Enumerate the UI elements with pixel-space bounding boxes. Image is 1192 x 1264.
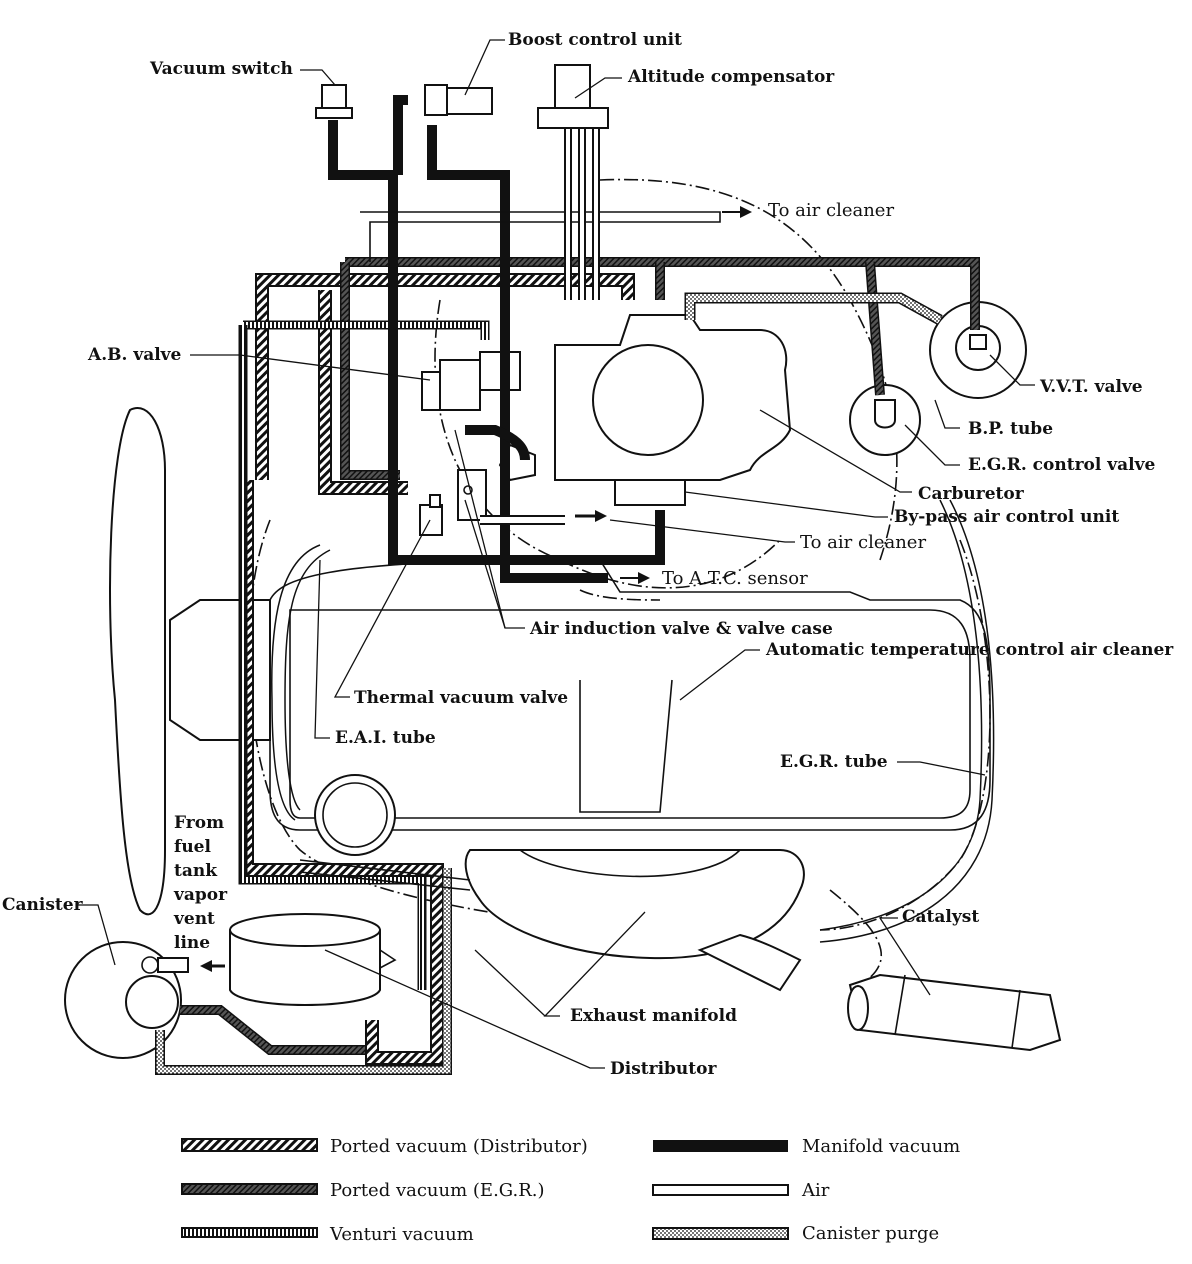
- canister: [64, 941, 189, 1059]
- hose-venturi: [238, 320, 490, 990]
- legend-swatch-ported-egr: [181, 1183, 318, 1195]
- air-duct-round: [314, 774, 396, 856]
- thermal-vacuum-valve: [419, 494, 443, 536]
- label-catalyst: Catalyst: [902, 907, 979, 927]
- distributor: [229, 913, 397, 1006]
- label-canister: Canister: [2, 895, 84, 915]
- label-to-air-cleaner-mid: To air cleaner: [800, 532, 926, 553]
- altitude-compensator: [537, 64, 609, 129]
- legend-label-ported-distributor: Ported vacuum (Distributor): [330, 1136, 588, 1157]
- label-to-atc-sensor: To A.T.C. sensor: [662, 568, 808, 589]
- label-fuel-line-3: tank: [174, 861, 218, 881]
- label-thermal-vacuum-valve: Thermal vacuum valve: [354, 688, 568, 708]
- flow-arrows: [200, 206, 752, 972]
- exhaust-manifold: [464, 849, 805, 992]
- label-exhaust-manifold: Exhaust manifold: [570, 1006, 737, 1026]
- legend-swatch-venturi: [181, 1227, 318, 1238]
- diagram-labels: Vacuum switch Boost control unit Altitud…: [2, 30, 1174, 1079]
- legend-label-canister-purge: Canister purge: [802, 1223, 939, 1244]
- label-bp-tube: B.P. tube: [968, 419, 1053, 439]
- label-atc-air-cleaner: Automatic temperature control air cleane…: [765, 640, 1174, 660]
- label-fuel-line-6: line: [174, 933, 210, 953]
- hose-air: [271, 125, 995, 943]
- label-distributor: Distributor: [610, 1059, 717, 1079]
- catalyst: [847, 973, 1062, 1052]
- label-vvt-valve: V.V.T. valve: [1039, 377, 1143, 397]
- label-altitude-compensator: Altitude compensator: [627, 67, 835, 87]
- label-vacuum-switch: Vacuum switch: [149, 59, 293, 79]
- label-fuel-line-5: vent: [173, 909, 215, 929]
- carburetor: [554, 314, 792, 506]
- label-air-induction-valve: Air induction valve & valve case: [529, 619, 833, 639]
- label-egr-control-valve: E.G.R. control valve: [968, 455, 1155, 475]
- label-fuel-line-1: From: [174, 813, 224, 833]
- leader-lines: [78, 39, 1035, 1069]
- legend-label-air: Air: [801, 1180, 830, 1201]
- legend-label-manifold: Manifold vacuum: [802, 1136, 960, 1157]
- legend-swatch-ported-distributor: [181, 1138, 318, 1152]
- label-carburetor: Carburetor: [918, 484, 1025, 504]
- vvt-valve: [929, 301, 1027, 399]
- label-boost-control-unit: Boost control unit: [508, 30, 682, 50]
- legend-swatch-manifold: [653, 1140, 788, 1152]
- ab-valve: [421, 351, 536, 482]
- hose-manifold: [328, 95, 665, 583]
- label-fuel-line-4: vapor: [173, 885, 228, 905]
- boost-control-unit: [424, 84, 493, 116]
- legend-label-ported-egr: Ported vacuum (E.G.R.): [330, 1180, 545, 1201]
- legend: Ported vacuum (Distributor) Ported vacuu…: [181, 1136, 960, 1245]
- label-egr-tube: E.G.R. tube: [780, 752, 888, 772]
- label-eai-tube: E.A.I. tube: [335, 728, 436, 748]
- label-fuel-line-2: fuel: [174, 837, 211, 857]
- label-to-air-cleaner-top: To air cleaner: [768, 200, 894, 221]
- hose-canister-purge: [155, 292, 943, 1075]
- label-ab-valve: A.B. valve: [87, 345, 182, 365]
- label-bypass-air-control-unit: By-pass air control unit: [894, 507, 1119, 527]
- legend-swatch-air: [652, 1184, 789, 1196]
- egr-control-valve: [849, 384, 921, 456]
- legend-swatch-canister-purge: [652, 1227, 789, 1240]
- vacuum-switch: [315, 84, 353, 119]
- hose-ported-egr: [180, 257, 980, 1055]
- legend-label-venturi: Venturi vacuum: [329, 1224, 474, 1245]
